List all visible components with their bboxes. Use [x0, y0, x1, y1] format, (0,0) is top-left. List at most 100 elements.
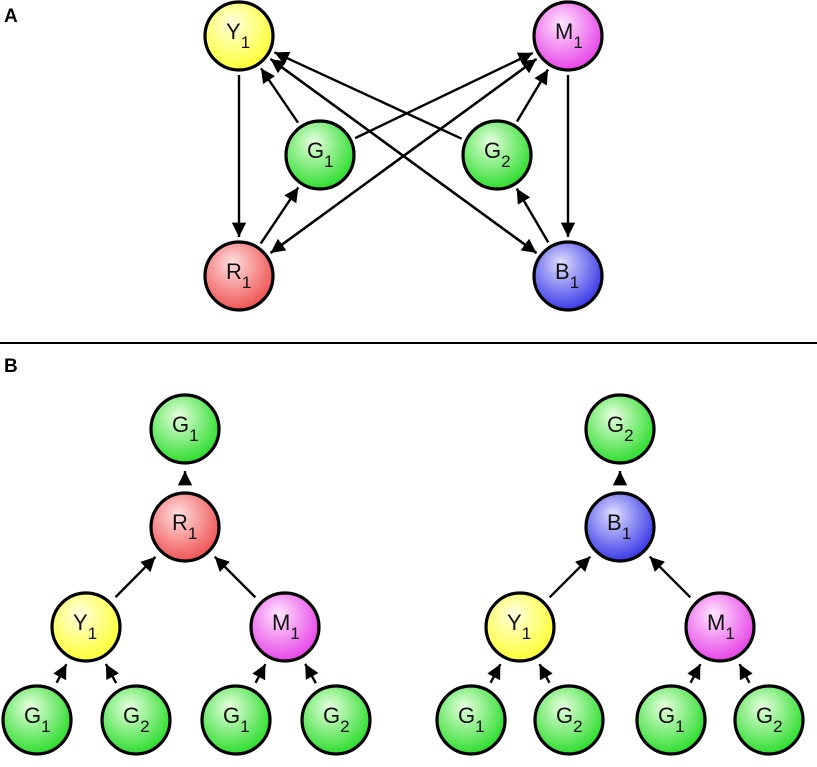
panel-b-label: B [4, 356, 18, 377]
node-label-base: G [172, 412, 189, 437]
node-label-subscript: 1 [189, 426, 198, 445]
node-label-subscript: 2 [773, 717, 782, 736]
right-tree-node-circle [533, 684, 605, 756]
panel-a-edge-g2-to-y1 [273, 51, 463, 140]
panel-a-node-circle [532, 240, 604, 312]
node-label-base: G [484, 138, 501, 163]
left-tree-node-label: Y1 [73, 610, 97, 643]
node-label-base: G [607, 412, 624, 437]
node-label-base: G [658, 703, 675, 728]
node-label-subscript: 1 [725, 624, 734, 643]
panel-a-edge-r1-to-g1 [259, 186, 300, 245]
right-tree-node-label: G2 [607, 412, 634, 445]
node-label-base: G [24, 703, 41, 728]
panel-a-node-circle [532, 0, 604, 72]
panel-a-label: A [4, 6, 18, 27]
node-label-subscript: 2 [340, 717, 349, 736]
panel-a-edge-g2-to-m1 [515, 68, 550, 123]
left-tree-node-circle [300, 684, 372, 756]
left-tree-node-circle [200, 684, 272, 756]
panel-a-edge-b1-to-g2 [515, 188, 550, 243]
node-label-base: G [123, 703, 140, 728]
left-tree-node-r1: R1 [149, 491, 221, 563]
panel-a-node-circle [461, 119, 533, 191]
panel-a-node-r1: R1 [203, 240, 275, 312]
panel-a-node-label: G1 [307, 138, 334, 171]
left-tree-node-label: G2 [123, 703, 150, 736]
node-label-subscript: 1 [573, 33, 582, 52]
left-tree-edges [53, 471, 319, 684]
panel-a-node-label: R1 [226, 259, 251, 292]
right-tree-node-label: G2 [756, 703, 783, 736]
panel-a-node-label: B1 [555, 259, 579, 292]
panel-a-edge-g1-to-m1 [354, 51, 534, 140]
panel-a-node-b1: B1 [532, 240, 604, 312]
right-tree-edge-l3-to-m1 [687, 663, 702, 684]
left-tree-node-circle [149, 393, 221, 465]
right-tree-node-label: Y1 [507, 610, 531, 643]
right-tree-node-l2: G2 [533, 684, 605, 756]
left-tree-node-l1: G1 [1, 684, 73, 756]
left-tree-node-l4: G2 [300, 684, 372, 756]
left-tree-edge-l2-to-y1 [104, 663, 120, 684]
node-label-subscript: 2 [624, 426, 633, 445]
node-label-subscript: 1 [241, 33, 250, 52]
panel-a-node-g1: G1 [284, 119, 356, 191]
right-tree-node-l1: G1 [435, 684, 507, 756]
right-tree-node-circle [435, 684, 507, 756]
panel-a-node-label: G2 [484, 138, 511, 171]
node-label-subscript: 2 [140, 717, 149, 736]
right-tree-node-circle [733, 684, 805, 756]
right-tree-node-l4: G2 [733, 684, 805, 756]
node-label-base: G [223, 703, 240, 728]
node-label-base: G [307, 138, 324, 163]
right-tree-edge-l4-to-m1 [738, 663, 753, 684]
panel-a-edges [231, 51, 576, 254]
node-label-subscript: 1 [622, 524, 631, 543]
left-tree-node-label: R1 [172, 510, 197, 543]
right-tree-node-label: B1 [607, 510, 631, 543]
node-label-base: R [226, 259, 242, 284]
panel-a-node-circle [203, 240, 275, 312]
right-tree-node-circle [684, 591, 756, 663]
node-label-base: Y [226, 19, 241, 44]
node-label-subscript: 1 [290, 624, 299, 643]
node-label-subscript: 2 [501, 152, 510, 171]
left-tree-node-label: G1 [24, 703, 51, 736]
node-label-base: G [323, 703, 340, 728]
node-label-subscript: 1 [88, 624, 97, 643]
left-tree-node-circle [100, 684, 172, 756]
node-label-subscript: 1 [570, 273, 579, 292]
right-tree-node-t2: G2 [584, 393, 656, 465]
node-label-base: M [707, 610, 725, 635]
node-label-base: M [555, 19, 573, 44]
node-label-subscript: 1 [475, 717, 484, 736]
node-label-base: Y [507, 610, 522, 635]
left-tree-node-l3: G1 [200, 684, 272, 756]
left-tree-node-label: G1 [172, 412, 199, 445]
right-tree-node-b1: B1 [584, 491, 656, 563]
right-tree-node-m1: M1 [684, 591, 756, 663]
left-tree-edge-l4-to-m1 [304, 663, 319, 684]
node-label-base: B [607, 510, 622, 535]
right-tree-node-label: G1 [658, 703, 685, 736]
node-label-base: M [272, 610, 290, 635]
panel-a-node-y1: Y1 [203, 0, 275, 72]
right-tree-node-circle [484, 591, 556, 663]
right-tree-edge-l1-to-y1 [487, 663, 502, 684]
node-label-base: G [556, 703, 573, 728]
right-tree-node-circle [635, 684, 707, 756]
left-tree-node-t1: G1 [149, 393, 221, 465]
left-tree-node-label: M1 [272, 610, 300, 643]
node-label-subscript: 1 [41, 717, 50, 736]
left-tree-node-label: G2 [323, 703, 350, 736]
right-tree-node-label: M1 [707, 610, 735, 643]
right-tree-node-circle [584, 393, 656, 465]
right-tree-node-circle [584, 491, 656, 563]
node-label-base: R [172, 510, 188, 535]
right-tree-edge-l2-to-y1 [538, 663, 553, 684]
